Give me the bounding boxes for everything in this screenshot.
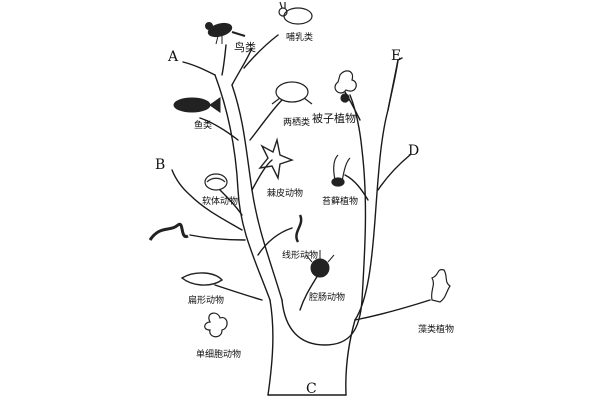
label-cnidarians: 腔肠动物 <box>309 293 346 303</box>
label-algae: 藻类植物 <box>418 325 455 335</box>
label-mosses: 苔藓植物 <box>322 197 359 207</box>
letter-e: E <box>391 48 402 64</box>
branch-birds <box>221 44 227 76</box>
flatworm-icon <box>180 272 224 286</box>
branch-cnidarians <box>299 274 319 311</box>
moss-icon <box>331 154 351 187</box>
label-echinoderms: 棘皮动物 <box>267 189 304 199</box>
starfish-icon <box>258 137 294 181</box>
label-mollusks: 软体动物 <box>202 197 239 207</box>
branch-echinoderms <box>251 159 273 191</box>
label-protozoa: 单细胞动物 <box>196 350 242 360</box>
inner-loop <box>281 94 367 346</box>
branch-mosses <box>344 174 369 201</box>
branch-flatworms <box>214 284 263 301</box>
branch-algae <box>354 299 431 321</box>
branch-mammals <box>243 34 279 69</box>
branch-fish <box>199 117 239 141</box>
label-amphibians: 两栖类 <box>283 118 311 128</box>
branch-nematodes <box>257 227 293 256</box>
clam-icon <box>204 173 228 191</box>
letter-a: A <box>168 49 179 65</box>
label-fish: 鱼类 <box>194 121 213 131</box>
branch-annelids <box>189 234 246 241</box>
seaweed-icon <box>430 269 451 303</box>
roundworm-icon <box>295 214 303 243</box>
letter-d: D <box>408 143 420 159</box>
branch-a <box>182 47 253 86</box>
branch-e <box>387 57 403 111</box>
label-seed-plants: 被子植物 <box>312 112 356 125</box>
bird-icon <box>205 22 246 45</box>
fish-icon <box>173 97 221 113</box>
animal-branch-left-edge <box>214 74 271 301</box>
hydra-icon <box>305 250 335 278</box>
frog-icon <box>271 81 313 105</box>
amoeba-icon <box>204 312 228 338</box>
trunk <box>267 299 356 396</box>
earthworm-icon <box>148 222 189 241</box>
label-flatworms: 扁形动物 <box>188 296 225 306</box>
rabbit-icon <box>278 1 313 25</box>
branch-d <box>377 154 411 191</box>
label-mammals: 哺乳类 <box>286 33 314 43</box>
branch-amphibians <box>249 99 283 141</box>
branch-mollusks <box>219 189 243 216</box>
branch-b <box>171 169 243 231</box>
flower-icon <box>334 70 357 103</box>
label-nematodes: 线形动物 <box>282 251 319 261</box>
label-birds: 鸟类 <box>234 41 256 54</box>
letter-c: C <box>306 381 317 397</box>
letter-b: B <box>155 157 166 173</box>
